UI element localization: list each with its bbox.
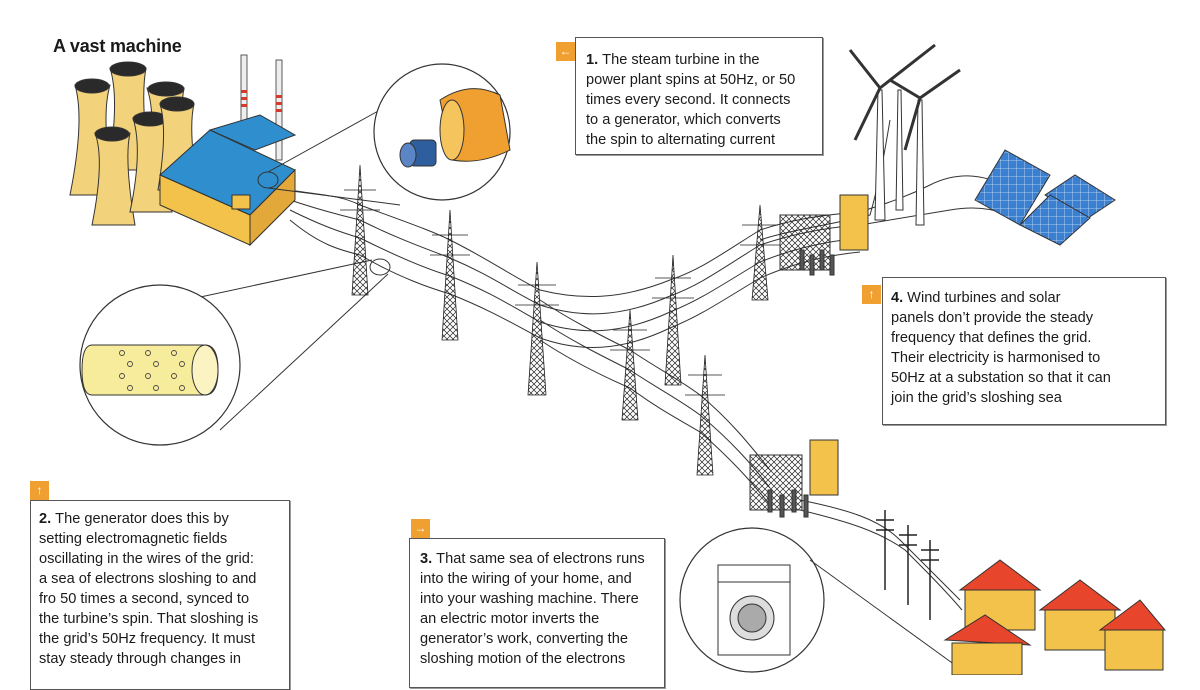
solar-panel-icon bbox=[975, 150, 1115, 245]
callout-line: fro 50 times a second, synced to bbox=[39, 589, 289, 609]
callout-4: 4.Wind turbines and solar panels don’t p… bbox=[882, 277, 1166, 425]
callout-line: Their electricity is harmonised to bbox=[891, 348, 1165, 368]
callout-line: sloshing motion of the electrons bbox=[420, 649, 664, 669]
callout-number: 4. bbox=[891, 290, 903, 306]
callout-line: an electric motor inverts the bbox=[420, 609, 664, 629]
callout-line: a sea of electrons sloshing to and bbox=[39, 569, 289, 589]
callout-line: stay steady through changes in bbox=[39, 649, 289, 669]
callout-2: 2.The generator does this by setting ele… bbox=[30, 500, 290, 690]
callout-line: the grid’s 50Hz frequency. It must bbox=[39, 629, 289, 649]
callout-line: panels don’t provide the steady bbox=[891, 308, 1165, 328]
generator-icon bbox=[268, 64, 510, 205]
substation-icon bbox=[780, 195, 868, 275]
page-title: A vast machine bbox=[53, 36, 182, 57]
callout-line: join the grid’s sloshing sea bbox=[891, 388, 1165, 408]
callout-line: oscillating in the wires of the grid: bbox=[39, 549, 289, 569]
pylon-icon bbox=[340, 165, 780, 475]
house-icon bbox=[945, 560, 1165, 675]
arrow-left-icon: ← bbox=[556, 42, 575, 61]
callout-line: 1.The steam turbine in the bbox=[586, 50, 822, 70]
callout-line: the turbine’s spin. That sloshing is bbox=[39, 609, 289, 629]
callout-line: power plant spins at 50Hz, or 50 bbox=[586, 70, 822, 90]
callout-line: 2.The generator does this by bbox=[39, 509, 289, 529]
wire-cross-section-icon bbox=[80, 259, 390, 445]
arrow-up-icon: ↑ bbox=[30, 481, 49, 500]
callout-line: 4.Wind turbines and solar bbox=[891, 288, 1165, 308]
callout-number: 1. bbox=[586, 52, 598, 68]
callout-line: the spin to alternating current bbox=[586, 130, 822, 150]
arrow-right-icon: → bbox=[411, 519, 430, 538]
utility-pole-icon bbox=[876, 510, 939, 620]
callout-3: 3.That same sea of electrons runs into t… bbox=[409, 538, 665, 688]
callout-line: into your washing machine. There bbox=[420, 589, 664, 609]
washing-machine-icon bbox=[680, 528, 955, 672]
arrow-up-icon: ↑ bbox=[862, 285, 881, 304]
callout-line: times every second. It connects bbox=[586, 90, 822, 110]
callout-line: generator’s work, converting the bbox=[420, 629, 664, 649]
callout-1: 1.The steam turbine in the power plant s… bbox=[575, 37, 823, 155]
callout-line: frequency that defines the grid. bbox=[891, 328, 1165, 348]
callout-number: 2. bbox=[39, 511, 51, 527]
power-plant-icon bbox=[70, 55, 295, 245]
callout-line: 3.That same sea of electrons runs bbox=[420, 549, 664, 569]
callout-line: 50Hz at a substation so that it can bbox=[891, 368, 1165, 388]
callout-line: into the wiring of your home, and bbox=[420, 569, 664, 589]
callout-line: to a generator, which converts bbox=[586, 110, 822, 130]
callout-line: setting electromagnetic fields bbox=[39, 529, 289, 549]
callout-number: 3. bbox=[420, 551, 432, 567]
